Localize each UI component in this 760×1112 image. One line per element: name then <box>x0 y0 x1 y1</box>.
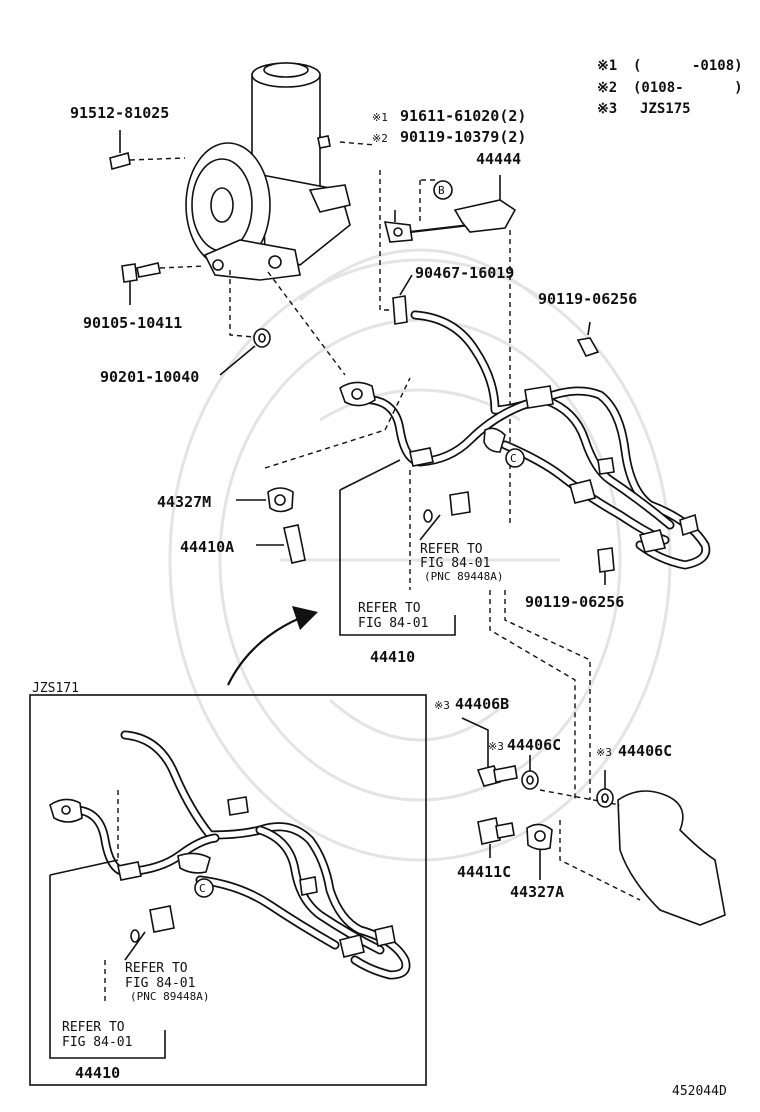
label-44444: 44444 <box>476 150 521 168</box>
callout-c-inset: C <box>199 882 206 895</box>
label-91512: 91512-81025 <box>70 104 169 122</box>
refer4-line1: REFER TO <box>62 1020 125 1035</box>
refer2-line2: FIG 84-01 <box>358 616 428 631</box>
refer3-line2: FIG 84-01 <box>125 976 195 991</box>
refer1-line2: FIG 84-01 <box>420 556 490 571</box>
legend-range-2: (0108- ) <box>633 80 743 96</box>
leader-pump-hose <box>267 271 346 376</box>
label-90119-06256-upper: 90119-06256 <box>538 290 637 308</box>
label-44410a: 44410A <box>180 538 234 556</box>
bolt-44410a <box>256 524 306 564</box>
label-44406c-2: 44406C <box>618 742 672 760</box>
refer3-line1: REFER TO <box>125 961 188 976</box>
power-steering-pump <box>185 62 351 281</box>
arrow-head <box>292 606 318 630</box>
clip-90467 <box>379 170 413 325</box>
label-90201: 90201-10040 <box>100 368 199 386</box>
arrow-curve <box>227 616 301 686</box>
bolt-91512 <box>109 130 186 171</box>
legend-mark-2: ※2 <box>597 80 617 96</box>
inset-box <box>29 694 427 1086</box>
refer1-line3: (PNC 89448A) <box>424 570 503 583</box>
refer3-line3: (PNC 89448A) <box>130 990 209 1003</box>
refer4-line2: FIG 84-01 <box>62 1035 132 1050</box>
leader-lower-1 <box>489 590 576 800</box>
legend-mark-3: ※3 <box>597 101 617 117</box>
clamp-44444: B <box>383 175 517 525</box>
pressure-switch <box>409 470 471 590</box>
refer1-line1: REFER TO <box>420 542 483 557</box>
union-bolt-90119-10379 <box>317 135 376 149</box>
inset-hose-44410: C <box>49 730 411 1059</box>
label-90105: 90105-10411 <box>83 314 182 332</box>
washer-90201 <box>219 270 271 376</box>
label-44406b: 44406B <box>455 695 509 713</box>
union-44327m <box>236 377 411 513</box>
lower-right-parts <box>461 717 726 926</box>
label-44327a: 44327A <box>510 883 564 901</box>
callout-c: C <box>510 452 517 465</box>
label-44410-inset: 44410 <box>75 1064 120 1082</box>
mark-2: ※2 <box>372 132 388 145</box>
bolt-90119-06256-lower <box>597 547 615 585</box>
mark-3c: ※3 <box>596 746 612 759</box>
refer2-line1: REFER TO <box>358 601 421 616</box>
part-labels: 91512-81025 ※1 91611-61020(2) ※2 90119-1… <box>32 104 727 1099</box>
label-91611: 91611-61020(2) <box>400 107 526 125</box>
legend-mark-1: ※1 <box>597 58 617 74</box>
legend-range-3: JZS175 <box>640 101 691 117</box>
mark-1: ※1 <box>372 111 388 124</box>
bolt-90105 <box>121 262 206 305</box>
label-44411c: 44411C <box>457 863 511 881</box>
leader-lower-2 <box>504 590 591 800</box>
inset-label: JZS171 <box>32 681 79 696</box>
legend-range-1: ( -0108) <box>633 58 743 74</box>
mark-3b: ※3 <box>488 740 504 753</box>
label-90467: 90467-16019 <box>415 264 514 282</box>
pressure-hose-44410: C <box>339 310 711 570</box>
label-90119-06256-lower: 90119-06256 <box>525 593 624 611</box>
label-44406c-1: 44406C <box>507 736 561 754</box>
bolt-90119-06256-upper <box>576 321 600 357</box>
callout-b: B <box>438 184 445 197</box>
label-44410: 44410 <box>370 648 415 666</box>
mark-3a: ※3 <box>434 699 450 712</box>
legend: ※1 ( -0108) ※2 (0108- ) ※3 JZS175 <box>597 58 743 117</box>
figure-code: 452044D <box>672 1084 727 1099</box>
label-90119-10379: 90119-10379(2) <box>400 128 526 146</box>
label-44327m: 44327M <box>157 493 211 511</box>
refer-bracket-main <box>339 459 456 636</box>
